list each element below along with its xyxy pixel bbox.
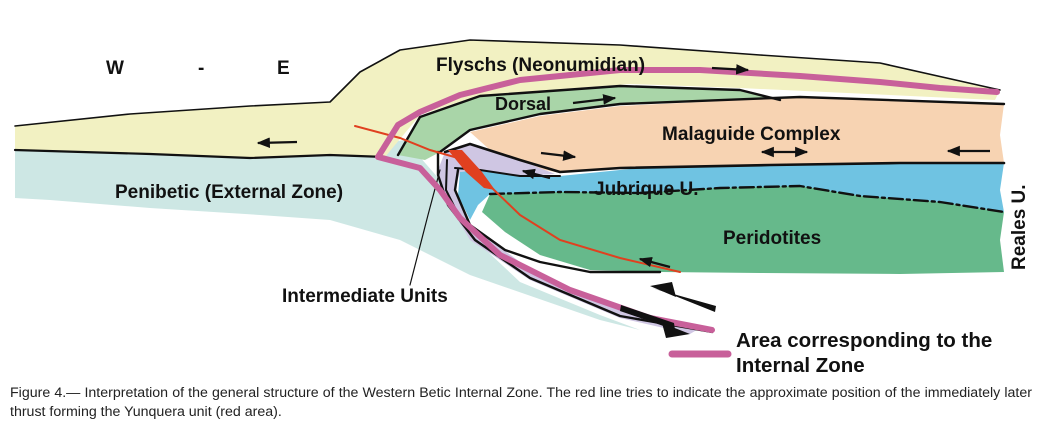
flysch-domain bbox=[15, 40, 1000, 158]
legend-line-1: Area corresponding to the bbox=[736, 329, 992, 352]
east-label: E bbox=[277, 58, 290, 79]
flysch-top-boundary bbox=[14, 39, 1001, 127]
jubrique-peridotite-contact bbox=[488, 184, 1006, 214]
legend-line-2: Internal Zone bbox=[736, 354, 865, 377]
jubrique-motion-arrow bbox=[521, 168, 551, 180]
internal-zone-outline bbox=[375, 67, 1000, 333]
intermediate-units-label: Intermediate Units bbox=[282, 286, 448, 307]
dorsal-domain bbox=[398, 86, 780, 160]
penibetic-top-boundary bbox=[13, 148, 387, 160]
peridotites-label: Peridotites bbox=[723, 228, 821, 249]
reales-label: Reales U. bbox=[1009, 184, 1030, 270]
malaguide-top-line bbox=[438, 95, 1006, 154]
malaguide-motion-arrow-left bbox=[540, 150, 577, 161]
flysch-motion-arrow bbox=[711, 64, 750, 75]
malaguide-domain bbox=[470, 97, 1004, 173]
jubrique-domain bbox=[458, 163, 1004, 220]
intermediate-outer-line bbox=[436, 150, 714, 334]
flyschs-label: Flyschs (Neonumidian) bbox=[436, 55, 645, 76]
penibetic-domain bbox=[15, 140, 640, 330]
dorsal-motion-arrow bbox=[572, 94, 617, 105]
jubrique-label: Jubrique U. bbox=[594, 179, 699, 200]
west-label: W bbox=[106, 58, 124, 79]
thrust-motion-arrow bbox=[638, 256, 671, 269]
orientation-separator: - bbox=[198, 58, 204, 79]
peridotite-base-line bbox=[453, 168, 662, 274]
shear-arrow-lower-head bbox=[662, 323, 690, 338]
shear-arrow-upper-head bbox=[650, 282, 676, 297]
peridotites-domain bbox=[482, 186, 1004, 274]
dorsal-label: Dorsal bbox=[495, 94, 551, 114]
malaguide-base-line bbox=[443, 142, 1006, 174]
penibetic-motion-arrow bbox=[256, 137, 298, 148]
yunquera-thrust-wedge bbox=[448, 150, 495, 190]
shear-arrow-upper bbox=[652, 288, 716, 312]
penibetic-label: Penibetic (External Zone) bbox=[115, 182, 343, 203]
malaguide-label: Malaguide Complex bbox=[662, 124, 841, 145]
shear-arrow-lower bbox=[620, 305, 675, 330]
figure-caption: Figure 4.— Interpretation of the general… bbox=[10, 385, 1032, 420]
dorsal-base-line bbox=[396, 84, 782, 157]
